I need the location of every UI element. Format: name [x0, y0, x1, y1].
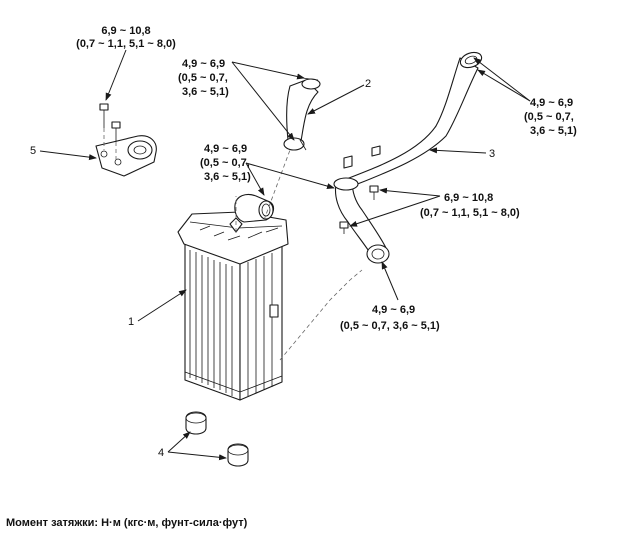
torque-mid-line3: 3,6 ~ 5,1) [204, 171, 251, 183]
callout-1: 1 [128, 316, 134, 328]
torque-lower-line1: 4,9 ~ 6,9 [372, 304, 415, 316]
torque-pipe3-line3: 3,6 ~ 5,1) [530, 125, 577, 137]
intercooler-outlet-pipe [333, 51, 483, 264]
mounting-bracket [95, 103, 157, 177]
torque-mid-line2: (0,5 ~ 0,7, [200, 157, 250, 169]
callout-3: 3 [489, 148, 495, 160]
torque-mid-line1: 4,9 ~ 6,9 [204, 143, 247, 155]
intercooler [177, 193, 289, 401]
grommets [185, 411, 249, 467]
callout-4: 4 [158, 447, 164, 459]
leader-lines [39, 49, 531, 461]
torque-lower-line2: (0,5 ~ 0,7, 3,6 ~ 5,1) [340, 320, 440, 332]
torque-hose2-line2: (0,5 ~ 0,7, [178, 72, 228, 84]
torque-hose2-line1: 4,9 ~ 6,9 [182, 58, 225, 70]
torque-pipe3-line1: 4,9 ~ 6,9 [530, 97, 573, 109]
callout-2: 2 [365, 78, 371, 90]
torque-bracket-line1: 6,9 ~ 10,8 [101, 25, 150, 37]
torque-hose2-line3: 3,6 ~ 5,1) [182, 86, 229, 98]
torque-bolt3-line2: (0,7 ~ 1,1, 5,1 ~ 8,0) [420, 207, 520, 219]
torque-units-legend: Момент затяжки: Н·м (кгс·м, фунт-сила·фу… [6, 517, 248, 529]
torque-bolt3-line1: 6,9 ~ 10,8 [444, 192, 493, 204]
torque-pipe3-line2: (0,5 ~ 0,7, [524, 111, 574, 123]
torque-bracket-line2: (0,7 ~ 1,1, 5,1 ~ 8,0) [76, 38, 176, 50]
callout-5: 5 [30, 145, 36, 157]
intercooler-inlet-hose [283, 77, 321, 151]
